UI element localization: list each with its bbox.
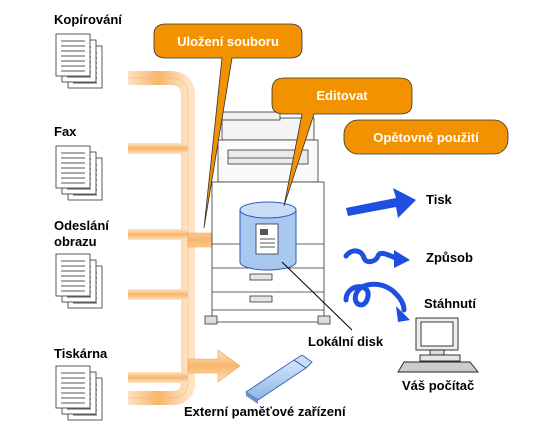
arrow-icon	[343, 188, 416, 322]
callout-edit	[271, 77, 413, 207]
source-label-send: Odeslání obrazu	[54, 218, 109, 249]
callout-reuse	[343, 119, 509, 155]
output-label-method: Způsob	[426, 250, 473, 265]
leader-line	[281, 261, 353, 331]
callout-save	[153, 23, 303, 229]
document-stack-icon	[55, 33, 103, 421]
source-label-fax: Fax	[54, 124, 77, 139]
source-label-copy: Kopírování	[54, 12, 122, 27]
output-label-print: Tisk	[426, 192, 452, 207]
local-disk-label: Lokální disk	[308, 334, 384, 349]
computer-icon	[397, 317, 479, 373]
external-storage-label: Externí paměťové zařízení	[184, 404, 346, 419]
callout-reuse-text: Opětovné použití	[373, 130, 479, 145]
callout-save-text: Uložení souboru	[177, 34, 279, 49]
source-label-printer: Tiskárna	[54, 346, 108, 361]
usb-drive-icon	[245, 354, 313, 404]
callout-edit-text: Editovat	[316, 88, 368, 103]
pc-label: Váš počítač	[402, 378, 475, 393]
hard-disk-icon	[239, 201, 297, 271]
output-label-download: Stáhnutí	[424, 296, 476, 311]
